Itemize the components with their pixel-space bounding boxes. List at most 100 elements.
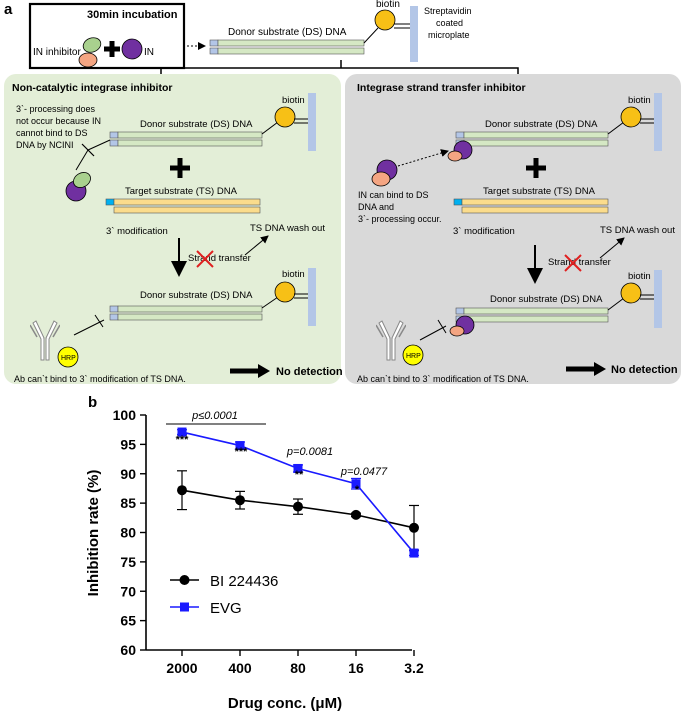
plus-icon [104, 41, 120, 57]
data-point [351, 509, 361, 520]
data-point [177, 485, 187, 496]
y-tick-label: 85 [120, 495, 136, 511]
significance-stars: ** [295, 469, 304, 481]
right-washout-arrow [599, 237, 625, 259]
right-panel: Integrase strand transfer inhibitor Dono… [345, 74, 681, 384]
left-title: Non-catalytic integrase inhibitor [12, 82, 172, 94]
biotin-icon [374, 9, 396, 31]
microplate-icon [308, 93, 316, 151]
data-point [351, 479, 361, 489]
significance-stars: *** [176, 434, 190, 446]
left-donor2-label: Donor substrate (DS) DNA [140, 290, 253, 301]
biotin-icon [274, 281, 296, 303]
left-no-detection: No detection [276, 366, 343, 378]
detection-arrow-icon [594, 362, 606, 376]
right-title: Integrase strand transfer inhibitor [357, 82, 526, 94]
left-modification-label: 3` modification [106, 226, 168, 237]
y-tick-label: 65 [120, 613, 136, 629]
split-bracket [160, 60, 519, 76]
plus-icon [170, 158, 190, 178]
x-tick-label: 80 [290, 660, 306, 676]
x-tick-label: 400 [228, 660, 252, 676]
top-dna: Donor substrate (DS) DNA biotin Streptav… [209, 0, 474, 62]
in-label: IN [144, 47, 154, 58]
right-donor-label: Donor substrate (DS) DNA [485, 119, 598, 130]
ncini-icon [73, 172, 91, 188]
incubation-title: 30min incubation [87, 9, 178, 21]
right-ab-note: Ab can`t bind to 3` modification of TS D… [357, 374, 529, 384]
y-tick-label: 100 [113, 407, 137, 423]
data-point [293, 501, 303, 512]
cross-icon [564, 254, 582, 272]
legend-marker-evg [180, 602, 189, 612]
top-biotin-label: biotin [376, 0, 400, 10]
right-modification-label: 3` modification [453, 226, 515, 237]
microplate-icon [654, 270, 662, 328]
left-hrp-label: HRP [61, 355, 76, 362]
right-biotin-label: biotin [628, 95, 651, 106]
right-donor2-label: Donor substrate (DS) DNA [490, 294, 603, 305]
cross-icon [196, 250, 214, 268]
microplate-icon [654, 93, 662, 151]
binding-arrow [397, 149, 449, 167]
significance-stars: *** [235, 446, 249, 458]
right-target-label: Target substrate (TS) DNA [483, 186, 596, 197]
legend-marker-bi [179, 575, 190, 585]
data-point [235, 441, 245, 451]
left-biotin-label: biotin [282, 95, 305, 106]
biotin-icon [274, 106, 296, 128]
pvalue-label: p=0.0081 [286, 446, 333, 458]
plus-icon [526, 158, 546, 178]
panel-b-label: b [88, 394, 97, 411]
data-point [409, 548, 419, 558]
left-strand-transfer: Strand transfer [188, 253, 251, 264]
left-ab-note: Ab can`t bind to 3` modification of TS D… [14, 374, 186, 384]
in-inhibitor-label: IN inhibitor [33, 47, 81, 58]
left-explanation: 3`- processing does not occur because IN… [16, 104, 104, 150]
microplate-icon [308, 268, 316, 326]
x-tick-label: 2000 [166, 660, 197, 676]
incubation-box: 30min incubation IN inhibitor IN [28, 2, 186, 70]
x-tick-label: 16 [348, 660, 364, 676]
left-panel: Non-catalytic integrase inhibitor 3`- pr… [4, 74, 343, 384]
data-point [235, 495, 245, 506]
x-ticks: 2000 400 80 16 3.2 [166, 650, 424, 676]
legend-label-evg: EVG [210, 600, 242, 617]
integrase-icon [121, 38, 143, 60]
right-biotin2-label: biotin [628, 271, 651, 282]
left-washout-label: TS DNA wash out [250, 223, 325, 234]
x-tick-label: 3.2 [404, 660, 424, 676]
right-hrp-label: HRP [406, 353, 421, 360]
y-tick-label: 75 [120, 554, 136, 570]
x-axis-label: Drug conc. (μM) [228, 695, 342, 712]
biotin-icon [620, 282, 642, 304]
microplate-icon [410, 6, 418, 62]
hrp-icon [57, 346, 79, 368]
detection-arrow-icon [258, 364, 270, 378]
y-tick-label: 90 [120, 466, 136, 482]
significance-stars: * [355, 484, 360, 496]
left-target-label: Target substrate (TS) DNA [125, 186, 238, 197]
panel-a-label: a [4, 1, 13, 18]
data-point [293, 463, 303, 473]
insti-icon [371, 171, 391, 187]
data-point [177, 427, 187, 437]
streptavidin-label: Streptavidin coated microplate [424, 6, 474, 40]
insti-icon [447, 150, 463, 162]
top-donor-label: Donor substrate (DS) DNA [228, 27, 347, 38]
inhibitor-orange-icon [78, 52, 98, 68]
y-tick-label: 80 [120, 525, 136, 541]
series-layer [177, 427, 419, 558]
y-axis-label: Inhibition rate (%) [85, 470, 102, 597]
right-explanation: IN can bind to DS DNA and 3`- processing… [358, 190, 442, 224]
inhibitor-green-icon [82, 37, 102, 53]
pvalue-label: p≤0.0001 [191, 410, 238, 422]
left-donor-label: Donor substrate (DS) DNA [140, 119, 253, 130]
right-strand-transfer: Strand transfer [548, 257, 611, 268]
y-tick-label: 60 [120, 642, 136, 658]
hrp-icon [402, 344, 424, 366]
data-point [409, 522, 419, 533]
